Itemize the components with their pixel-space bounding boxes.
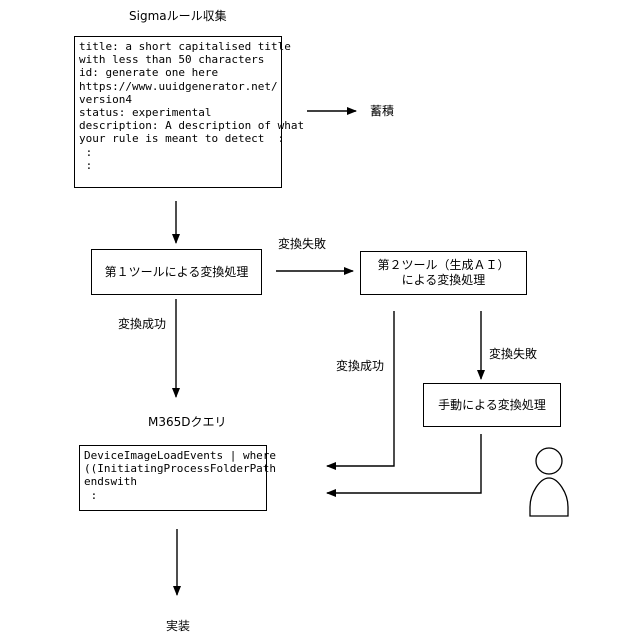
tool2-label-line1: 第２ツール（生成ＡＩ） <box>377 258 509 273</box>
query-line: : <box>84 489 262 502</box>
manual-label: 手動による変換処理 <box>438 398 546 413</box>
edge-label-fail-1: 変換失敗 <box>278 237 326 251</box>
arrow-tool2-to-query <box>327 311 394 466</box>
query-line: DeviceImageLoadEvents | where <box>84 449 262 462</box>
sigma-line: version4 <box>79 93 277 106</box>
sigma-line: status: experimental <box>79 106 277 119</box>
query-box: DeviceImageLoadEvents | where((Initiatin… <box>79 445 267 511</box>
store-label: 蓄積 <box>370 104 394 118</box>
sigma-line: : <box>79 146 277 159</box>
tool1-process-box: 第１ツールによる変換処理 <box>91 249 262 295</box>
sigma-line: with less than 50 characters <box>79 53 277 66</box>
query-title: M365Dクエリ <box>148 415 227 429</box>
tool2-label-line2: による変換処理 <box>402 273 486 288</box>
sigma-collection-title: Sigmaルール収集 <box>129 9 227 23</box>
edge-label-success-1: 変換成功 <box>118 317 166 331</box>
sigma-line: title: a short capitalised title <box>79 40 277 53</box>
sigma-line: https://www.uuidgenerator.net/ <box>79 80 277 93</box>
query-line: ((InitiatingProcessFolderPath <box>84 462 262 475</box>
arrow-manual-to-query <box>327 434 481 493</box>
tool1-label: 第１ツールによる変換処理 <box>105 265 249 280</box>
tool2-process-box: 第２ツール（生成ＡＩ） による変換処理 <box>360 251 527 295</box>
sigma-line: id: generate one here <box>79 66 277 79</box>
sigma-line: description: A description of what <box>79 119 277 132</box>
sigma-line: : <box>79 159 277 172</box>
sigma-rule-box: title: a short capitalised titlewith les… <box>74 36 282 188</box>
edge-label-success-2: 変換成功 <box>336 359 384 373</box>
person-icon <box>530 448 568 516</box>
deploy-label: 実装 <box>166 619 190 633</box>
edge-label-fail-2: 変換失敗 <box>489 347 537 361</box>
sigma-line: your rule is meant to detect : <box>79 132 277 145</box>
manual-process-box: 手動による変換処理 <box>423 383 561 427</box>
query-line: endswith <box>84 475 262 488</box>
